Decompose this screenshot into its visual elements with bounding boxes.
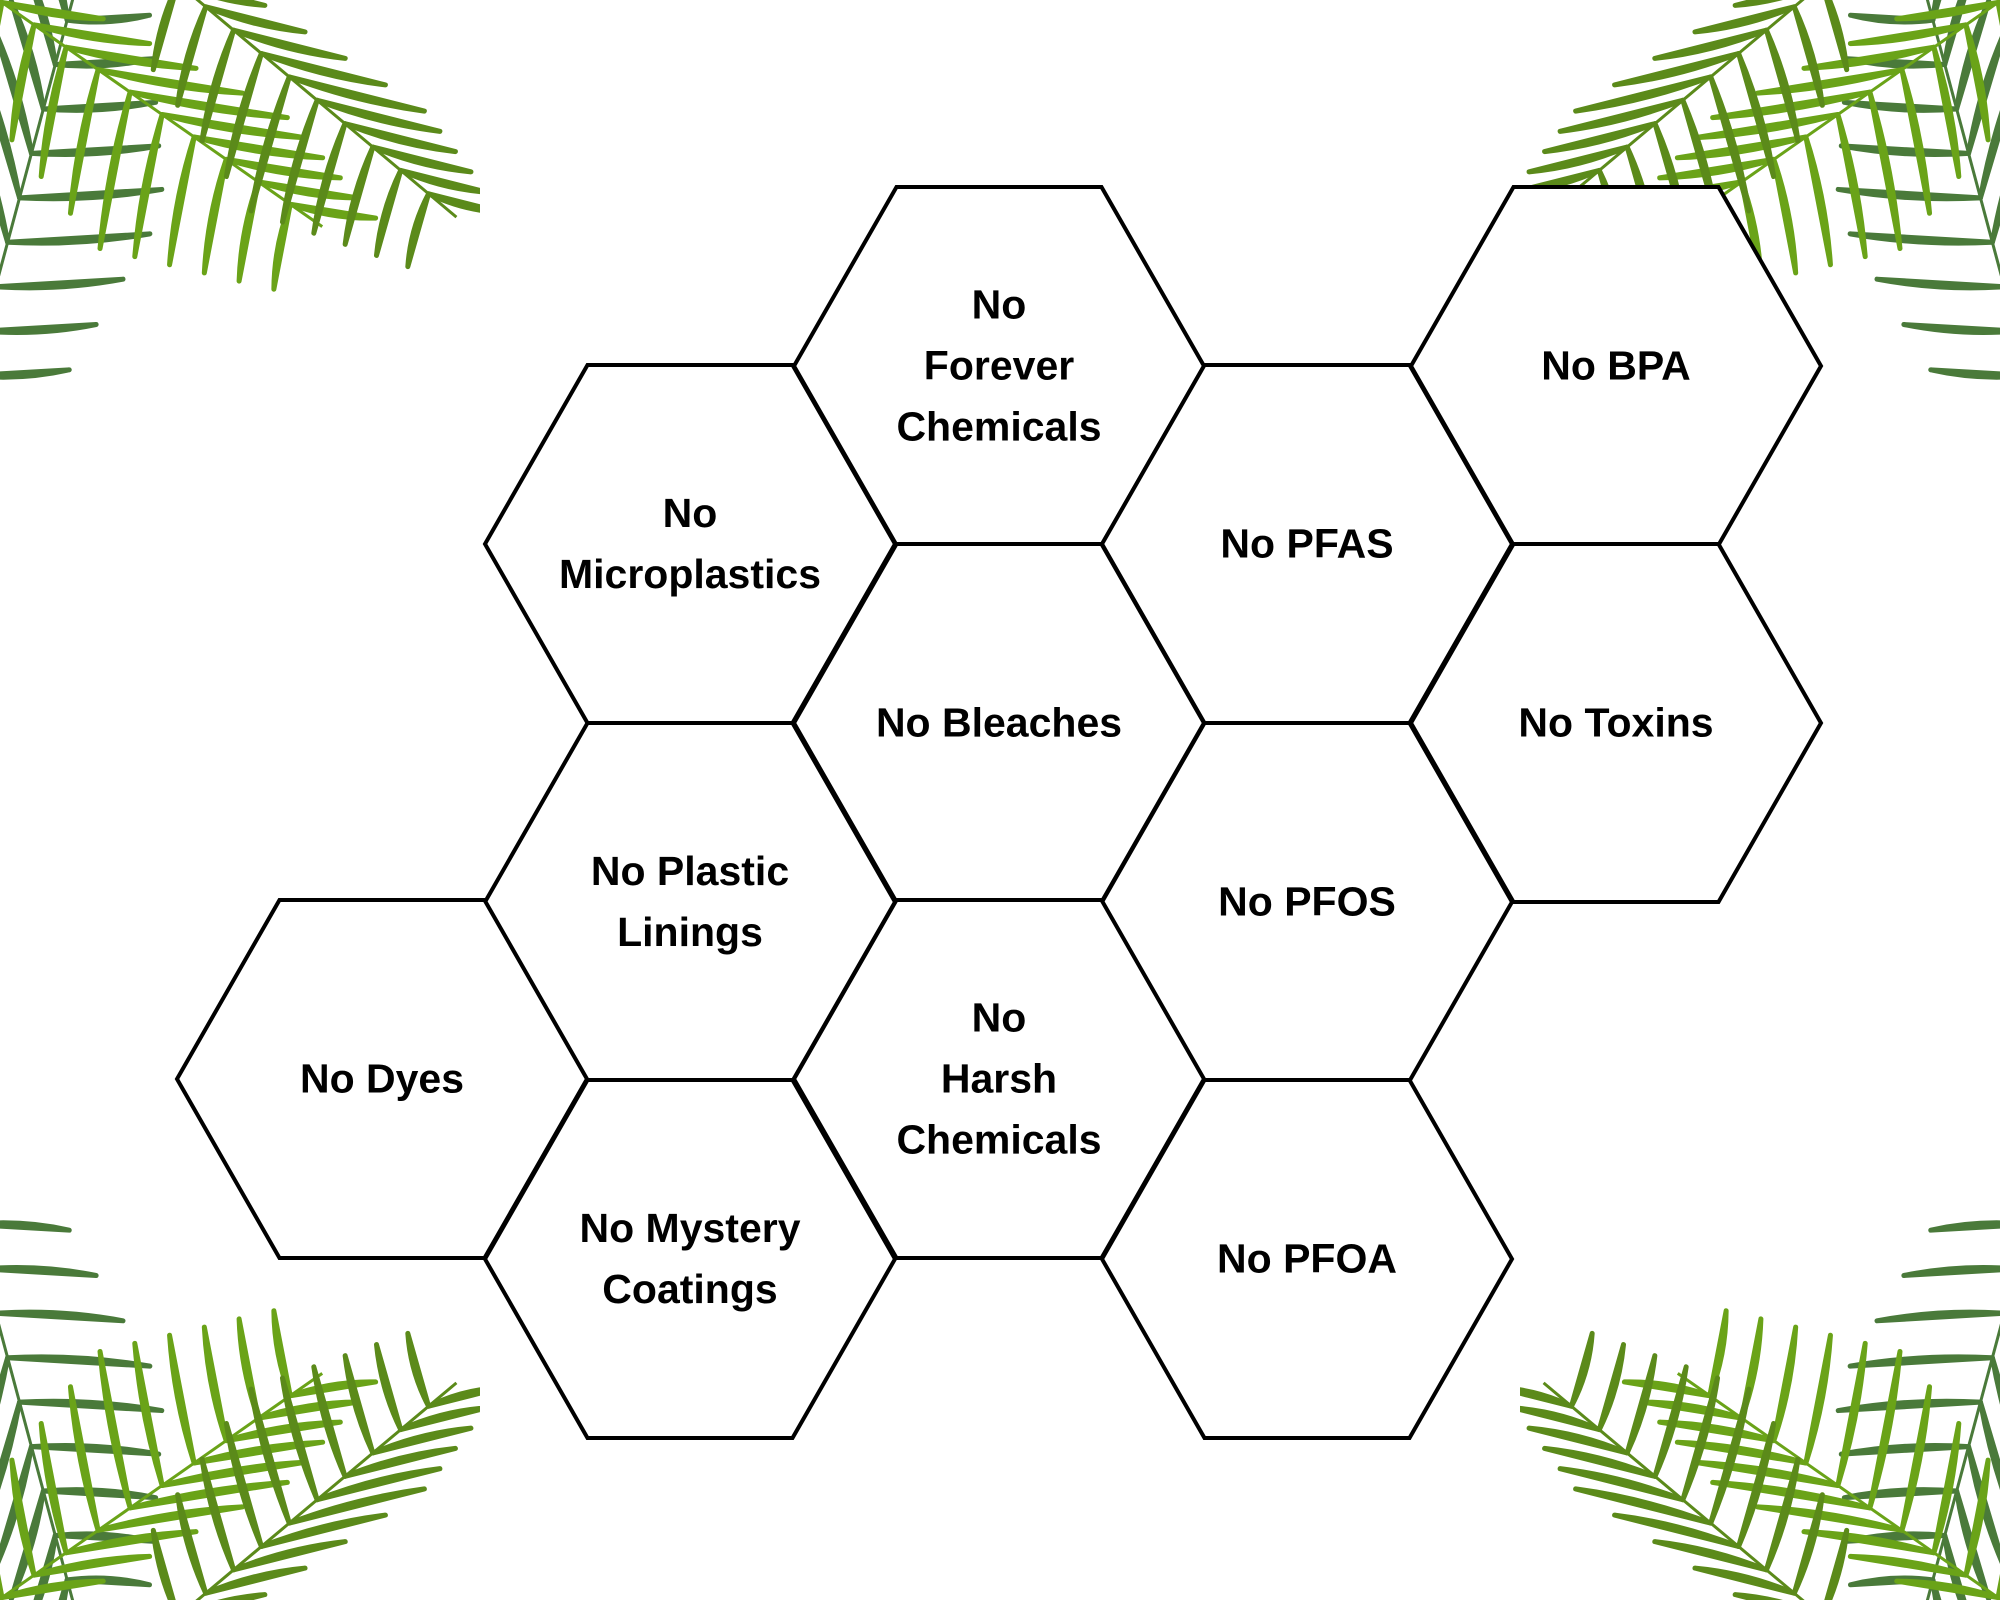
hexagon-label-pfos: No PFOS (1218, 872, 1396, 933)
hexagon-label-line: Harsh (940, 1055, 1058, 1102)
hexagon-label-toxins: No Toxins (1518, 693, 1713, 754)
hexagon-label-line: No (971, 281, 1027, 328)
hexagon-label-pfas: No PFAS (1220, 514, 1393, 575)
hexagon-label-bleaches: No Bleaches (876, 693, 1122, 754)
hexagon-label-bpa: No BPA (1541, 336, 1691, 397)
palm-leaves-bottom-left-icon (0, 1179, 480, 1600)
palm-leaves-top-left-icon (0, 0, 480, 380)
hexagon-mystery-coatings (482, 1078, 898, 1440)
hexagon-label-line: No Mystery (579, 1205, 801, 1251)
hexagon-label-line: No PFAS (1220, 520, 1394, 567)
hexagon-label-line: Forever (923, 342, 1075, 389)
hexagon-label-line: Coatings (602, 1266, 778, 1312)
hexagon-label-line: No BPA (1541, 342, 1691, 389)
hexagon-label-line: Chemicals (896, 1116, 1102, 1163)
hexagon-label-line: Microplastics (558, 551, 822, 597)
hexagon-pfoa (1099, 1078, 1515, 1440)
hexagon-label-line: No Plastic (590, 848, 790, 894)
hexagon-label-line: Chemicals (896, 403, 1102, 450)
hexagon-label-line: No PFOA (1217, 1235, 1397, 1282)
hexagon-label-dyes: No Dyes (300, 1049, 464, 1110)
hexagon-label-line: No (971, 994, 1027, 1041)
hexagon-label-line: No PFOS (1218, 878, 1396, 925)
hexagon-label-line: No Dyes (299, 1055, 465, 1102)
palm-leaves-bottom-right-icon (1520, 1179, 2000, 1600)
hexagon-label-line: Linings (617, 909, 763, 955)
hexagon-label-line: No (662, 490, 718, 536)
hexagon-label-line: No Bleaches (875, 699, 1123, 746)
hexagon-label-pfoa: No PFOA (1217, 1229, 1397, 1290)
hexagon-label-line: No Toxins (1518, 699, 1714, 746)
